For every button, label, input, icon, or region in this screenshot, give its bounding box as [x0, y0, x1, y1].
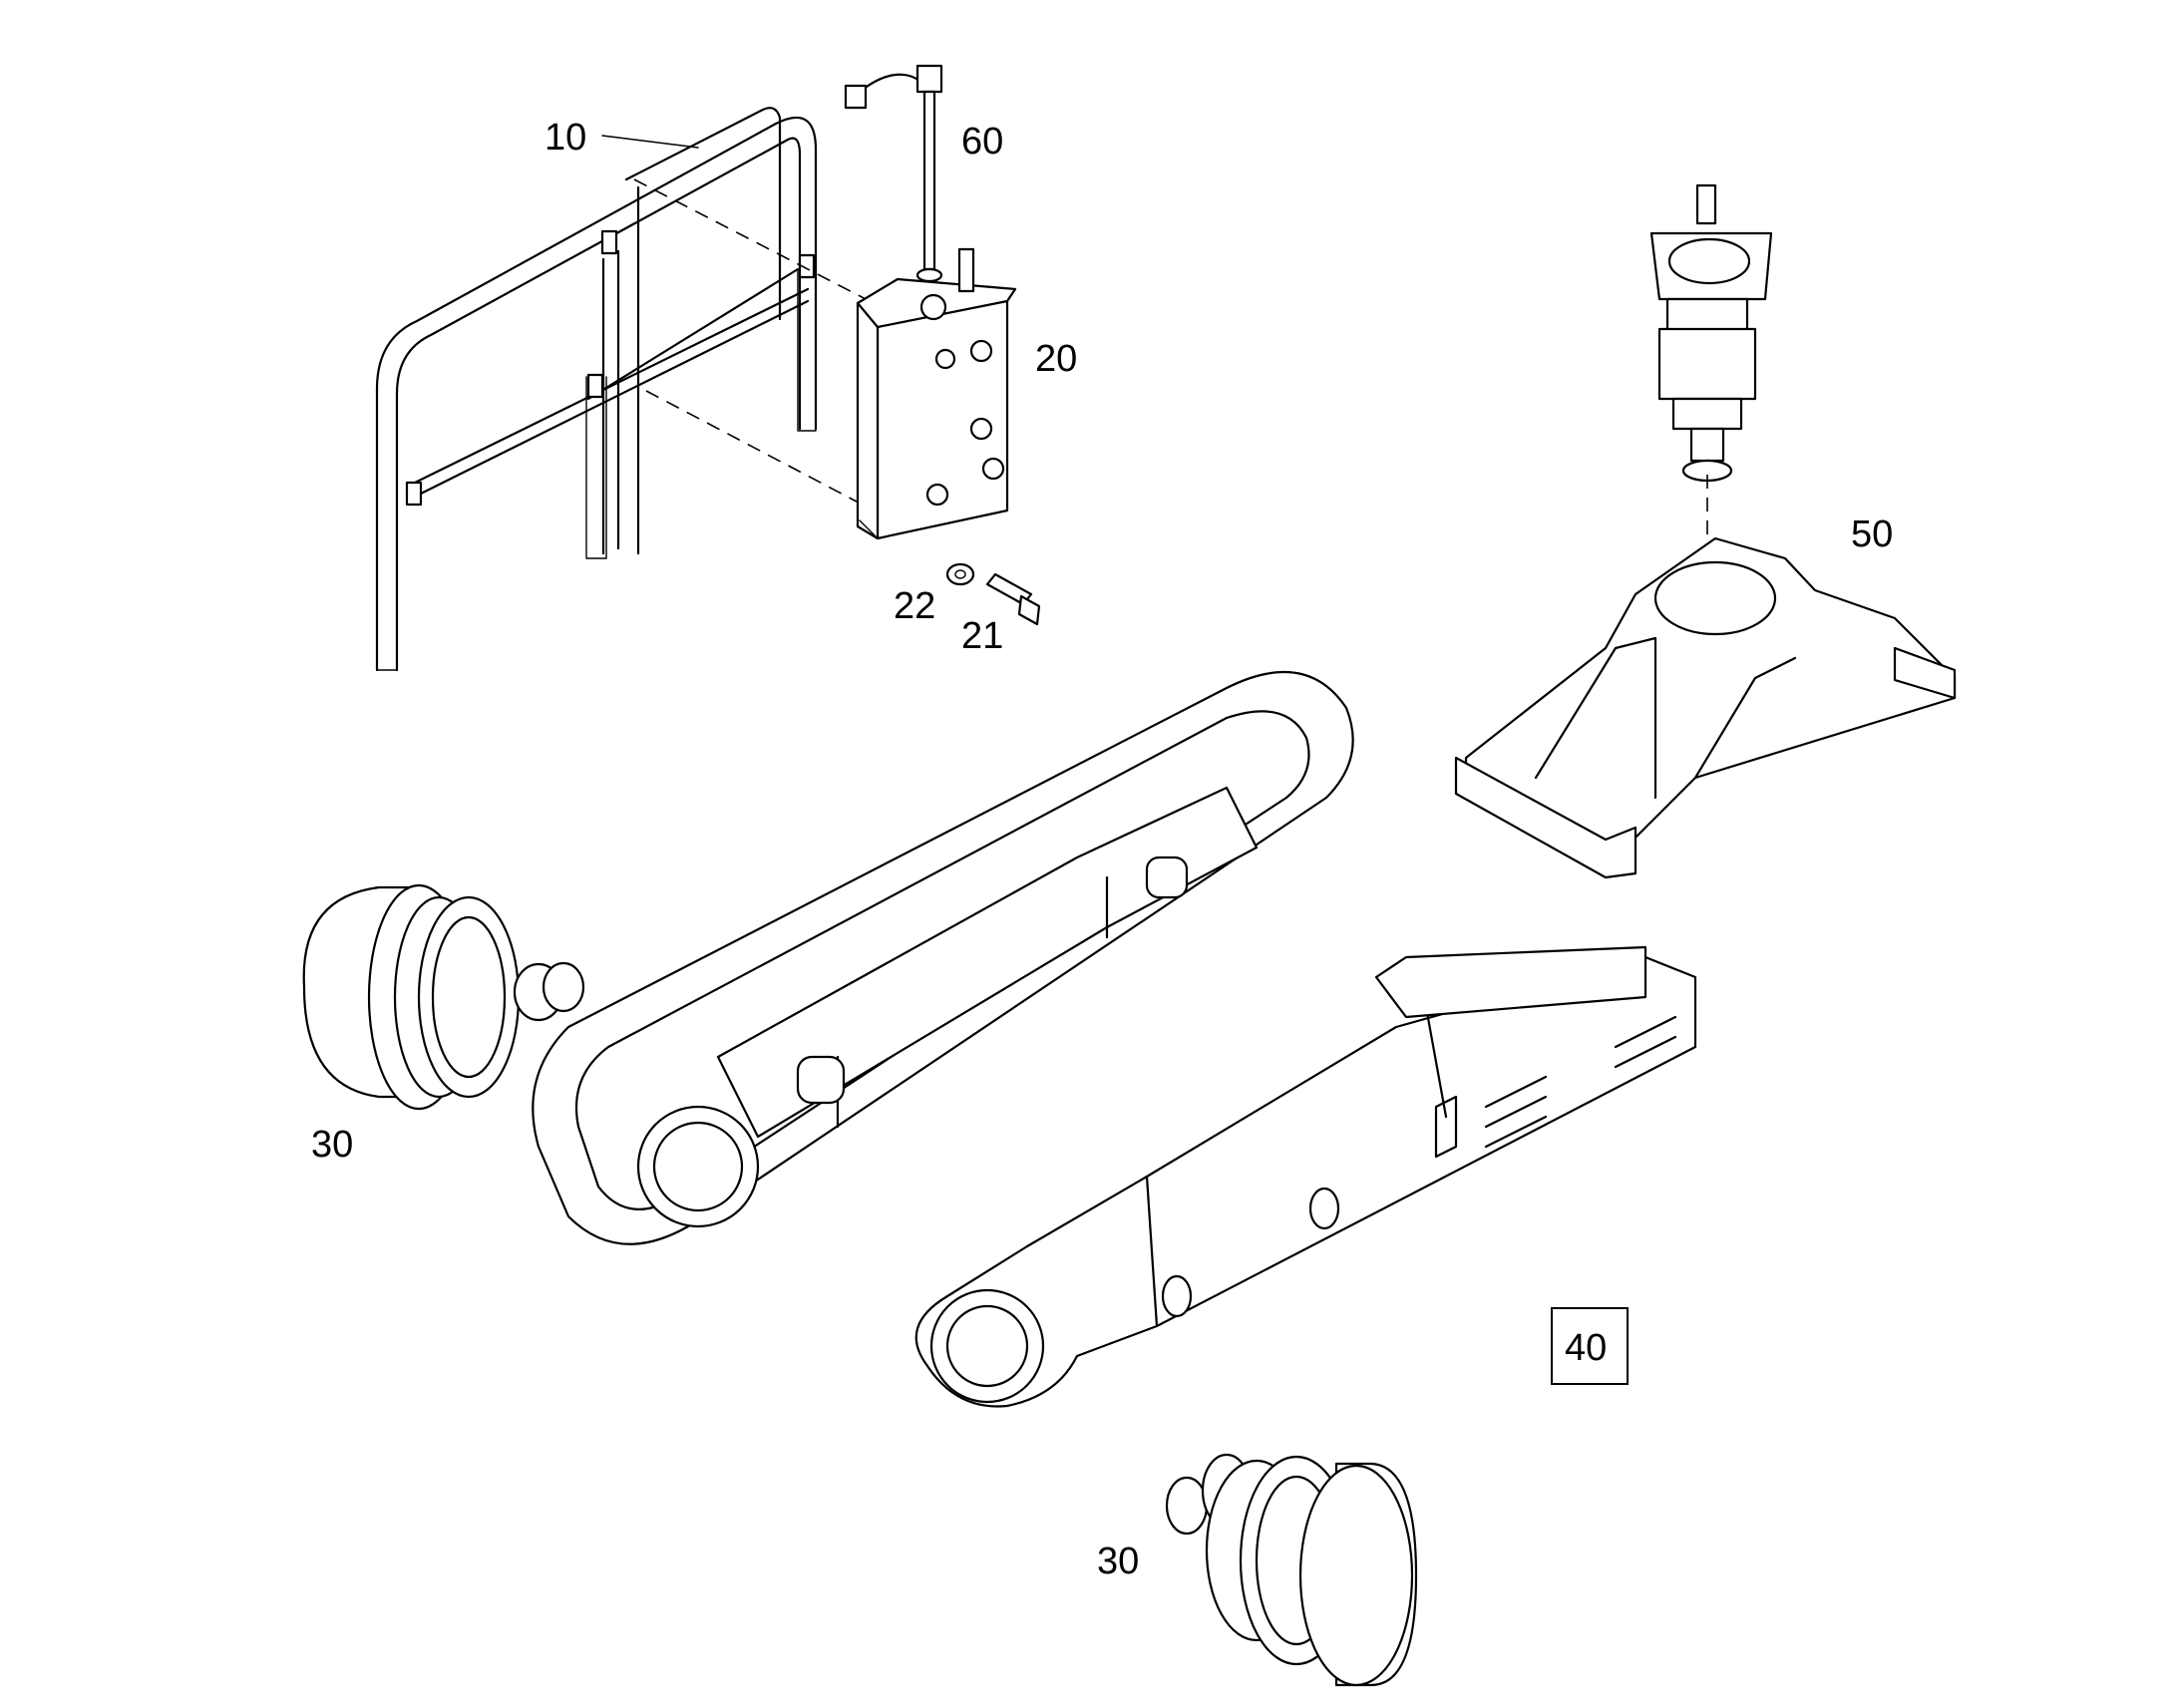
final-drive-bottom-part	[1165, 1453, 1418, 1687]
slewing-frame-part	[1454, 536, 1957, 879]
crawler-track-part	[532, 670, 1354, 1245]
washer-part	[945, 562, 975, 586]
callout-label: 40	[1565, 1327, 1607, 1369]
callout-label: 60	[961, 121, 1003, 163]
callout-40-box: 40	[1551, 1307, 1629, 1385]
callout-label: 30	[1097, 1540, 1139, 1582]
sensor-rod-part	[844, 64, 943, 283]
callout-label: 21	[961, 615, 1003, 657]
handrail-part	[375, 107, 818, 672]
callout-10: 10	[545, 117, 699, 159]
bolt-part	[985, 572, 1041, 626]
callout-label: 50	[1851, 513, 1893, 555]
final-drive-left-part	[302, 883, 585, 1111]
callout-label: 20	[1035, 338, 1077, 380]
tank-part	[856, 247, 1017, 540]
callout-label: 22	[894, 585, 935, 627]
rotary-joint-part	[1649, 183, 1773, 483]
callout-label: 30	[311, 1124, 353, 1166]
mounting-guide-line	[633, 178, 871, 302]
side-frame-part	[914, 945, 1697, 1408]
mounting-guide-line	[645, 390, 875, 512]
callout-label: 10	[545, 117, 586, 159]
